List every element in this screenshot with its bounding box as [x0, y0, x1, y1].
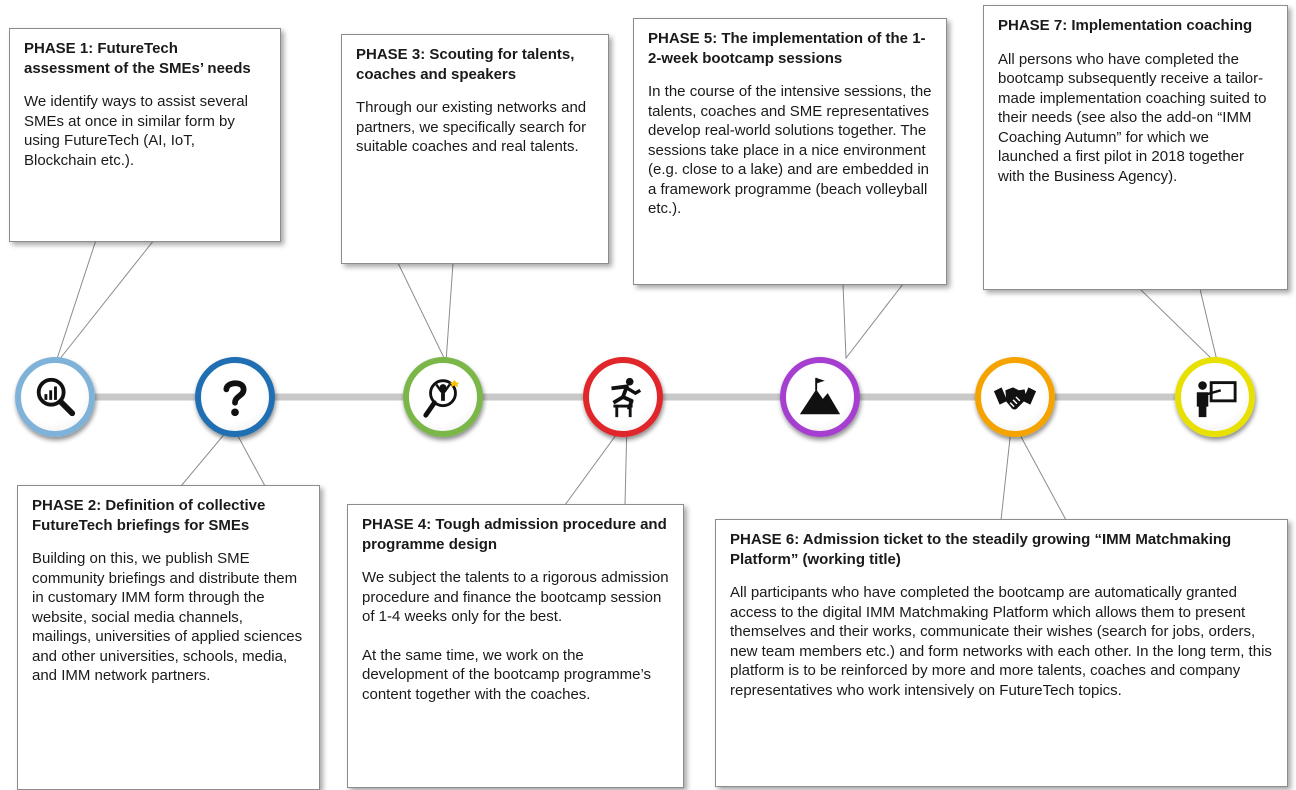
phase-5-text: In the course of the intensive sessions,…	[648, 83, 932, 217]
presenter-board-icon	[1196, 381, 1237, 418]
phase-4-node	[583, 357, 663, 437]
phase-6-text: All participants who have completed the …	[730, 584, 1272, 699]
phase-6-title: PHASE 6: Admission ticket to the steadil…	[730, 531, 1232, 568]
mountain-flag-icon	[799, 377, 841, 415]
handshake-icon	[993, 387, 1037, 410]
phase-1-text: We identify ways to assist several SMEs …	[24, 93, 248, 169]
phase-3-text: Through our existing networks and partne…	[356, 99, 587, 155]
pointer-phase-3	[397, 262, 454, 364]
question-mark-icon	[223, 380, 247, 417]
phase-6-node	[975, 357, 1055, 437]
phase-3-callout: PHASE 3: Scouting for talents, coaches a…	[341, 34, 609, 264]
phase-1-node	[15, 357, 95, 437]
phase-6-callout: PHASE 6: Admission ticket to the steadil…	[715, 519, 1288, 787]
phase-2-callout: PHASE 2: Definition of collective Future…	[17, 485, 320, 790]
phase-5-node	[780, 357, 860, 437]
magnifier-chart-icon	[36, 377, 76, 417]
pointer-phase-5	[842, 283, 905, 360]
phase-7-text: All persons who have completed the bootc…	[998, 50, 1267, 185]
pointer-phase-7	[1138, 288, 1219, 367]
phase-4-title: PHASE 4: Tough admission procedure and p…	[362, 516, 667, 553]
hurdle-runner-icon	[611, 377, 642, 418]
phase-2-node	[195, 357, 275, 437]
phase-1-title: PHASE 1: FutureTech assessment of the SM…	[24, 40, 251, 77]
phase-2-text: Building on this, we publish SME communi…	[32, 550, 303, 684]
phase-7-title: PHASE 7: Implementation coaching	[998, 17, 1253, 34]
phase-7-node	[1175, 357, 1255, 437]
pointer-phase-1	[54, 239, 156, 366]
phase-3-title: PHASE 3: Scouting for talents, coaches a…	[356, 46, 575, 83]
talent-search-icon	[423, 379, 460, 418]
phase-3-node	[403, 357, 483, 437]
phase-7-callout: PHASE 7: Implementation coaching All per…	[983, 5, 1288, 290]
phase-2-title: PHASE 2: Definition of collective Future…	[32, 497, 266, 534]
phase-1-callout: PHASE 1: FutureTech assessment of the SM…	[9, 28, 281, 242]
phase-5-title: PHASE 5: The implementation of the 1-2-w…	[648, 30, 926, 67]
phase-5-callout: PHASE 5: The implementation of the 1-2-w…	[633, 18, 947, 285]
phase-4-text-1: We subject the talents to a rigorous adm…	[362, 569, 669, 625]
phase-4-text-2: At the same time, we work on the develop…	[362, 646, 652, 703]
phase-4-callout: PHASE 4: Tough admission procedure and p…	[347, 504, 684, 788]
